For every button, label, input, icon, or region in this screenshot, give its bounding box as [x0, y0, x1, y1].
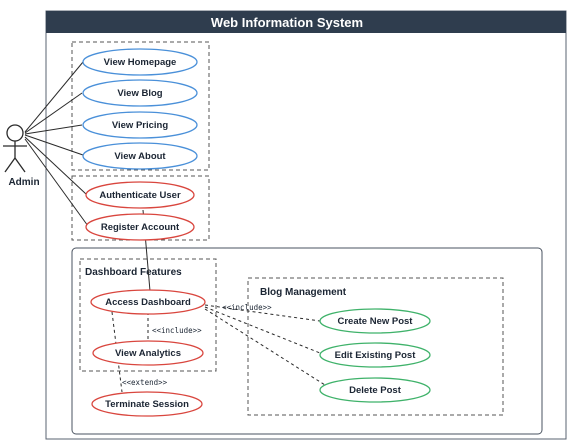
- admin-actor: [3, 124, 27, 173]
- blog-management-title: Blog Management: [260, 287, 347, 298]
- system-header: [46, 11, 566, 33]
- public-use-cases: [82, 48, 198, 170]
- relationship-lines: [111, 304, 326, 393]
- use-case-authenticate-user[interactable]: [85, 181, 195, 209]
- use-case-edit-existing-post[interactable]: [319, 342, 431, 368]
- use-case-view-pricing[interactable]: [82, 111, 198, 139]
- dashboard-features-group: [79, 258, 217, 372]
- use-case-view-homepage[interactable]: [82, 48, 198, 76]
- public-pages-group: [71, 41, 210, 171]
- use-case-terminate-session-label: Terminate Session: [105, 399, 189, 410]
- use-case-delete-post[interactable]: [319, 377, 431, 403]
- features-panel: [71, 247, 543, 435]
- use-case-edit-existing-post-label: Edit Existing Post: [335, 350, 417, 361]
- blog-management-use-cases: [319, 308, 431, 403]
- include-label-blog: <<include>>: [222, 303, 272, 312]
- use-case-view-about-label: View About: [114, 151, 166, 162]
- admin-actor-label: Admin: [8, 177, 39, 188]
- use-case-view-about[interactable]: [82, 142, 198, 170]
- dashboard-features-title: Dashboard Features: [85, 267, 182, 278]
- use-case-access-dashboard-label: Access Dashboard: [105, 297, 191, 308]
- use-case-view-blog[interactable]: [82, 79, 198, 107]
- actor-associations: [24, 61, 89, 227]
- use-case-view-blog-label: View Blog: [117, 88, 162, 99]
- use-case-register-account-label: Register Account: [101, 222, 180, 233]
- use-case-view-analytics[interactable]: [92, 340, 204, 366]
- use-case-create-new-post[interactable]: [319, 308, 431, 334]
- use-case-access-dashboard[interactable]: [90, 289, 206, 315]
- use-case-authenticate-user-label: Authenticate User: [99, 190, 181, 201]
- use-case-view-pricing-label: View Pricing: [112, 120, 169, 131]
- auth-use-cases: [85, 181, 195, 241]
- use-case-register-account[interactable]: [85, 213, 195, 241]
- dashboard-use-cases: [90, 289, 206, 417]
- use-case-terminate-session[interactable]: [91, 391, 203, 417]
- use-case-create-new-post-label: Create New Post: [338, 316, 414, 327]
- use-case-view-analytics-label: View Analytics: [115, 348, 181, 359]
- system-title: Web Information System: [211, 15, 363, 30]
- use-case-delete-post-label: Delete Post: [349, 385, 402, 396]
- include-label-analytics: <<include>>: [152, 326, 202, 335]
- blog-management-group: [247, 277, 504, 416]
- use-case-view-homepage-label: View Homepage: [104, 57, 177, 68]
- extend-label: <<extend>>: [122, 378, 168, 387]
